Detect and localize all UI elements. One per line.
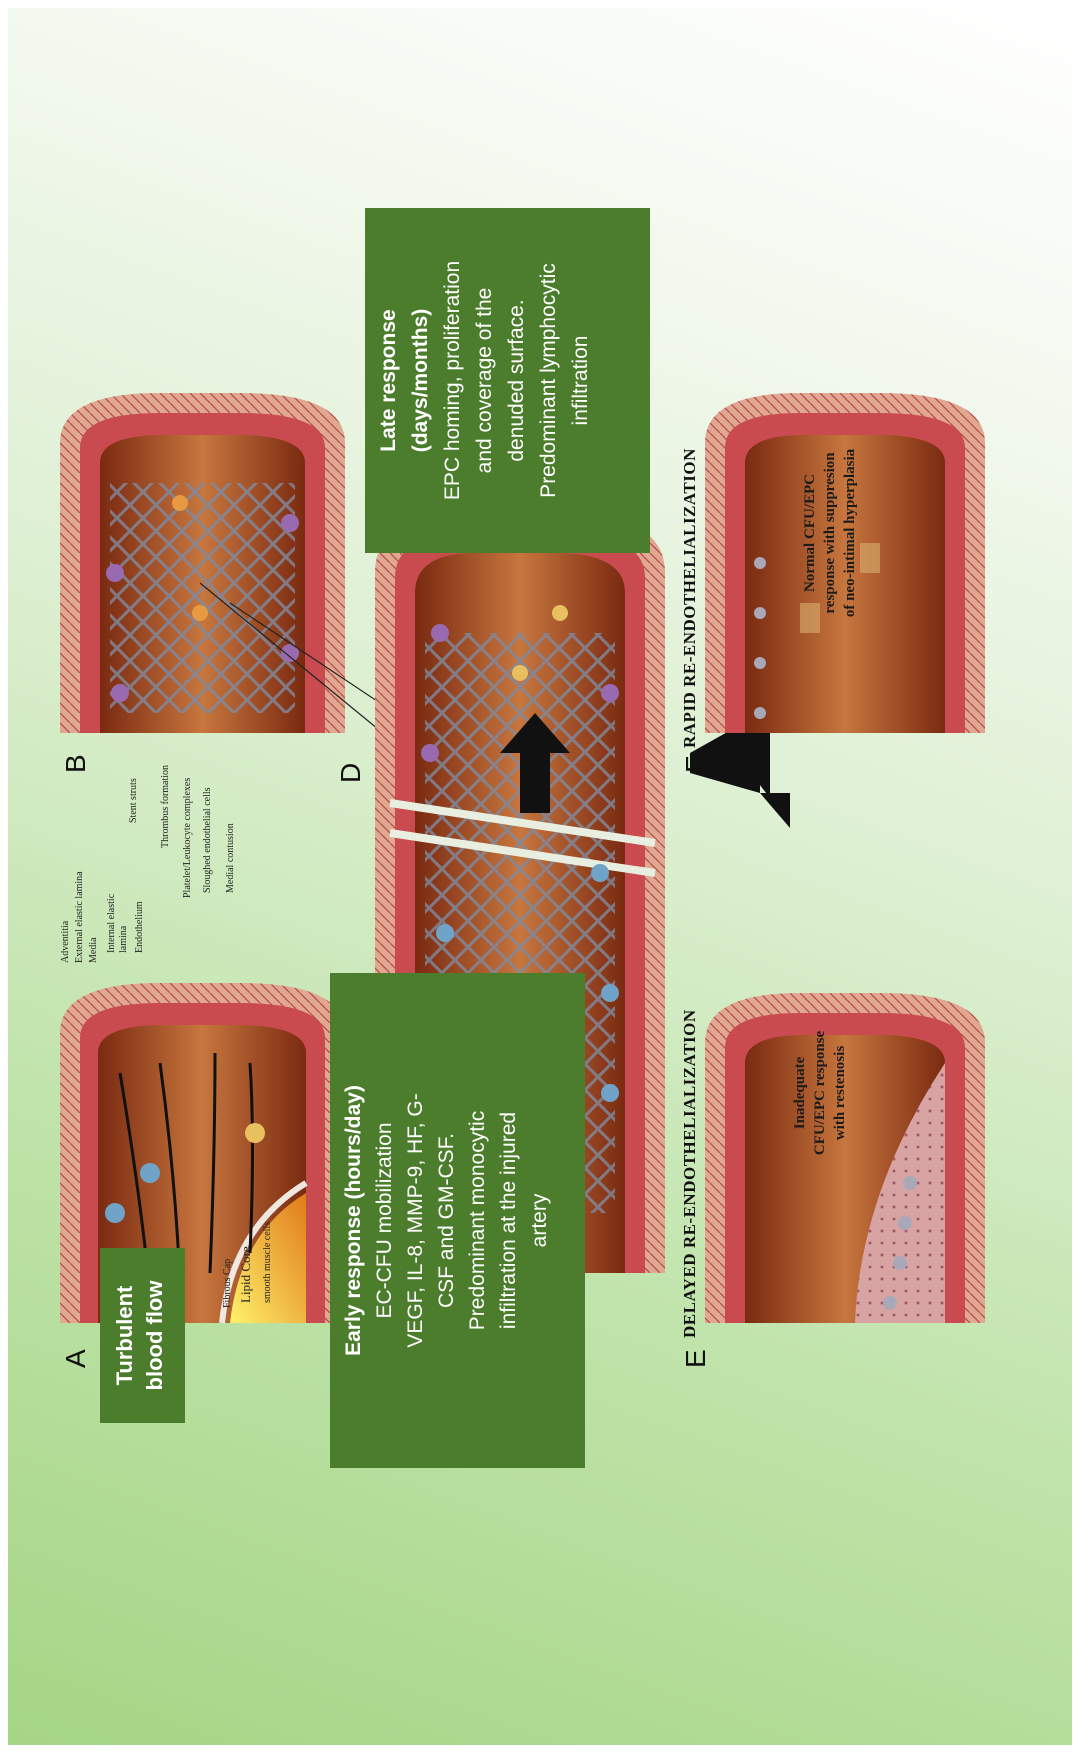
label-thrombus: Thrombus formation: [160, 765, 171, 848]
late-line-1: EPC homing, proliferation: [437, 208, 469, 553]
early-response-title: Early response (hours/day): [338, 973, 369, 1468]
turbulent-flow-box: Turbulent blood flow: [100, 1248, 185, 1423]
overlay-rapid: Normal CFU/EPC response with suppresion …: [800, 413, 860, 653]
caption-rapid: RAPID RE-ENDOTHELIALIZATION: [680, 448, 700, 748]
panel-letter-e: E: [680, 1349, 712, 1368]
early-line-3: CSF and GM-CSF.: [431, 973, 462, 1468]
late-line-2: and coverage of the: [469, 208, 501, 553]
label-smooth-muscle: smooth muscle cells: [262, 1222, 273, 1303]
overlay-rapid-2: response with suppresion: [820, 413, 840, 653]
early-line-5: infiltration at the injured: [493, 973, 524, 1468]
label-adventitia: Adventitia: [60, 921, 71, 963]
overlay-delayed-2: CFU/EPC response: [810, 993, 830, 1193]
vessel-b: [60, 393, 395, 743]
label-sloughed: Sloughed endothelial cells: [202, 787, 213, 893]
panel-letter-b: B: [60, 754, 92, 773]
label-external-elastic: External elastic lamina: [74, 871, 85, 963]
label-internal-elastic-2: lamina: [118, 926, 129, 953]
late-response-box: Late response (days/months) EPC homing, …: [365, 208, 650, 553]
panel-letter-a: A: [60, 1349, 92, 1368]
label-stent-struts: Stent struts: [128, 778, 139, 823]
panel-letter-f: F: [680, 756, 712, 773]
overlay-delayed-3: with restenosis: [830, 993, 850, 1193]
early-line-2: VEGF, IL-8, MMP-9, HF, G-: [400, 973, 431, 1468]
panel-letter-d: D: [335, 763, 367, 783]
turbulent-line-2: blood flow: [140, 1248, 170, 1423]
overlay-delayed: Inadequate CFU/EPC response with resteno…: [790, 993, 850, 1193]
label-endothelium: Endothelium: [134, 901, 145, 953]
early-line-1: EC-CFU mobilization: [369, 973, 400, 1468]
early-line-4: Predominant monocytic: [462, 973, 493, 1468]
early-response-box: Early response (hours/day) EC-CFU mobili…: [330, 973, 585, 1468]
late-line-3: denuded surface.: [501, 208, 533, 553]
late-response-title-2: (days/months): [405, 208, 437, 553]
late-response-title-1: Late response: [373, 208, 405, 553]
caption-delayed: DELAYED RE-ENDOTHELIALIZATION: [680, 1009, 700, 1338]
label-media: Media: [88, 937, 99, 963]
early-line-6: artery: [524, 973, 555, 1468]
label-platelet: Platelet/Leukocyte complexes: [182, 778, 193, 898]
late-line-4: Predominant lymphocytic: [533, 208, 565, 553]
label-internal-elastic-1: Internal elastic: [106, 894, 117, 953]
overlay-delayed-1: Inadequate: [790, 993, 810, 1193]
label-lipid-core: Lipid Core: [238, 1246, 254, 1303]
label-fibrous-cap: Fibrous Cap: [222, 1259, 233, 1308]
overlay-rapid-3: of neo-intimal hyperplasia: [840, 413, 860, 653]
overlay-rapid-1: Normal CFU/EPC: [800, 413, 820, 653]
late-line-5: infiltration: [565, 208, 597, 553]
turbulent-line-1: Turbulent: [110, 1248, 140, 1423]
label-medial-contusion: Medial contusion: [225, 823, 236, 893]
